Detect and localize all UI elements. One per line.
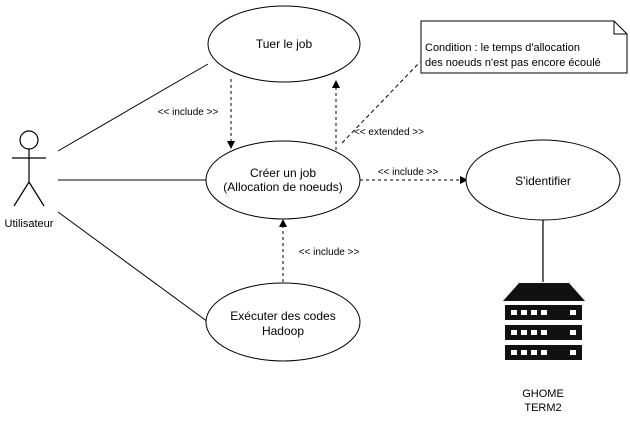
note-connector [341, 61, 421, 144]
use-case-creer-job-ellipse [205, 140, 361, 220]
server-top [503, 283, 585, 301]
use-case-creer-job-label-1: Créer un job [250, 166, 316, 180]
use-case-executer-label-2: Hadoop [262, 324, 304, 338]
use-case-creer-job-label-2: (Allocation de noeuds) [223, 180, 342, 194]
note-text-line1: Condition : le temps d'allocation [425, 42, 580, 54]
server-label-2: TERM2 [524, 402, 561, 414]
use-case-creer-job[interactable]: Créer un job (Allocation de noeuds) [205, 140, 361, 220]
server-label-1: GHOME [522, 388, 564, 400]
use-case-tuer-job-ellipse [207, 5, 361, 83]
use-case-identifier-ellipse [465, 139, 621, 221]
association-actor-tuer-job [57, 63, 209, 152]
use-case-identifier-label: S'identifier [515, 174, 571, 188]
note-text-line2: des noeuds n'est pas encore écoulé [425, 57, 601, 69]
use-case-executer-ellipse [205, 282, 361, 362]
server-rack-icon: GHOME TERM2 [503, 283, 585, 414]
use-case-executer[interactable]: Exécuter des codes Hadoop [205, 282, 361, 362]
server-leds [511, 310, 576, 355]
note-shape [420, 20, 628, 74]
actor-head [19, 130, 39, 150]
association-actor-executer [57, 211, 209, 323]
condition-note: Condition : le temps d'allocation des no… [420, 20, 628, 74]
note-fold [613, 21, 627, 35]
actor-label: Utilisateur [5, 218, 54, 230]
include-label-executer-creer: << include >> [299, 247, 360, 258]
actor-left-leg [13, 181, 30, 207]
actor-right-leg [28, 181, 45, 207]
use-case-executer-label-1: Exécuter des codes [230, 309, 335, 323]
include-label-tuer-creer: << include >> [158, 107, 219, 118]
include-label-creer-identifier: << include >> [378, 167, 439, 178]
use-case-identifier[interactable]: S'identifier [465, 139, 621, 221]
use-case-tuer-job[interactable]: Tuer le job [207, 5, 361, 83]
extended-label: << extended >> [354, 127, 424, 138]
use-case-tuer-job-label: Tuer le job [256, 37, 313, 51]
actor-utilisateur[interactable]: Utilisateur [5, 130, 54, 230]
